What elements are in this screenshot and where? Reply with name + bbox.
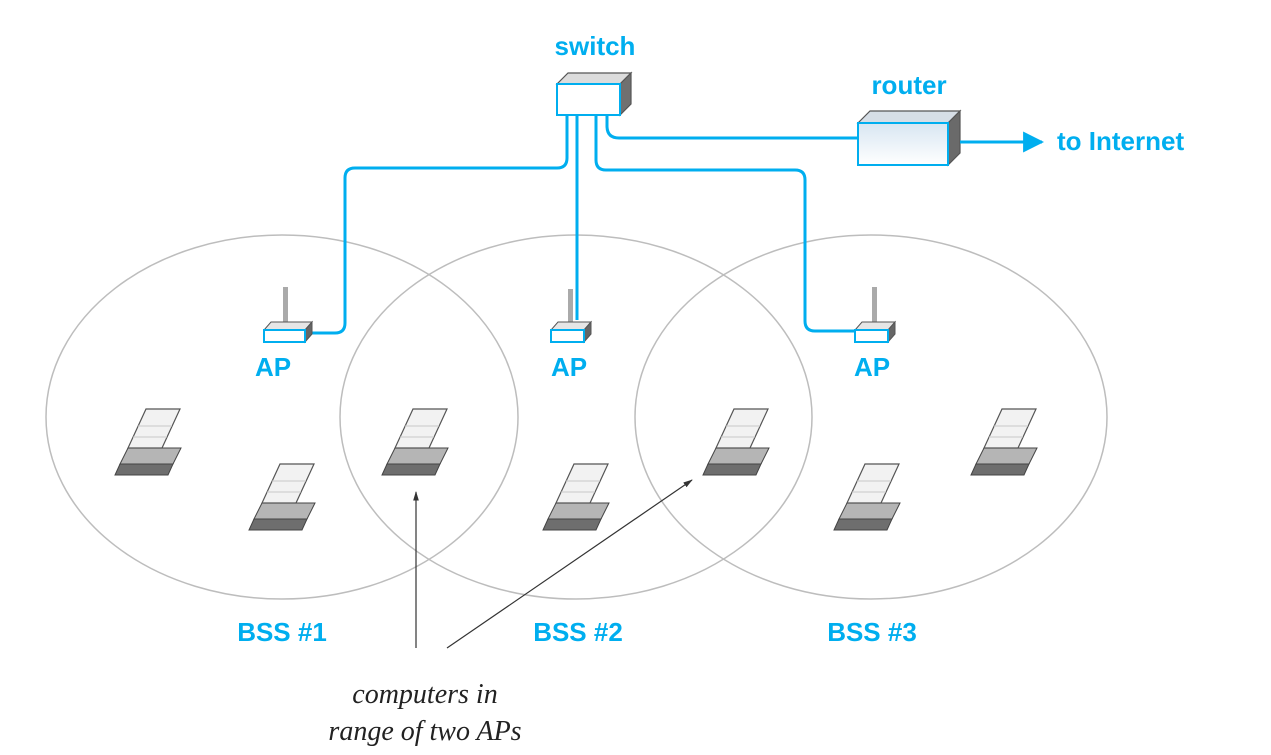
laptop-icon [248, 463, 316, 531]
laptop-icon [381, 408, 449, 476]
annotation-note-line-1: computers in [352, 679, 497, 710]
router-label: router [871, 70, 946, 100]
cable-switch-to-ap3 [594, 114, 855, 333]
laptop-icon [114, 408, 182, 476]
bss-1-coverage-area [45, 234, 519, 600]
laptops-group [114, 408, 1038, 531]
switch-device [555, 71, 633, 117]
switch-label: switch [555, 31, 636, 61]
ap-1-label: AP [255, 352, 291, 382]
internet-label: to Internet [1057, 126, 1184, 156]
router-device [856, 109, 962, 167]
annotation-arrow-right [446, 479, 693, 649]
bss-3-label: BSS #3 [827, 617, 917, 647]
laptop-icon [970, 408, 1038, 476]
ethernet-cables [310, 114, 858, 335]
cable-switch-to-router [605, 114, 858, 140]
access-point-2 [549, 289, 593, 344]
laptop-icon [702, 408, 770, 476]
laptop-icon [542, 463, 610, 531]
cable-switch-to-ap1 [310, 114, 569, 335]
laptop-icon [833, 463, 901, 531]
access-point-1 [262, 287, 314, 344]
bss-3-coverage-area [634, 234, 1108, 600]
ap-3-label: AP [854, 352, 890, 382]
access-point-3 [853, 287, 897, 344]
bss-2-label: BSS #2 [533, 617, 623, 647]
bss-1-label: BSS #1 [237, 617, 327, 647]
ap-2-label: AP [551, 352, 587, 382]
annotation-note-line-2: range of two APs [328, 716, 521, 747]
